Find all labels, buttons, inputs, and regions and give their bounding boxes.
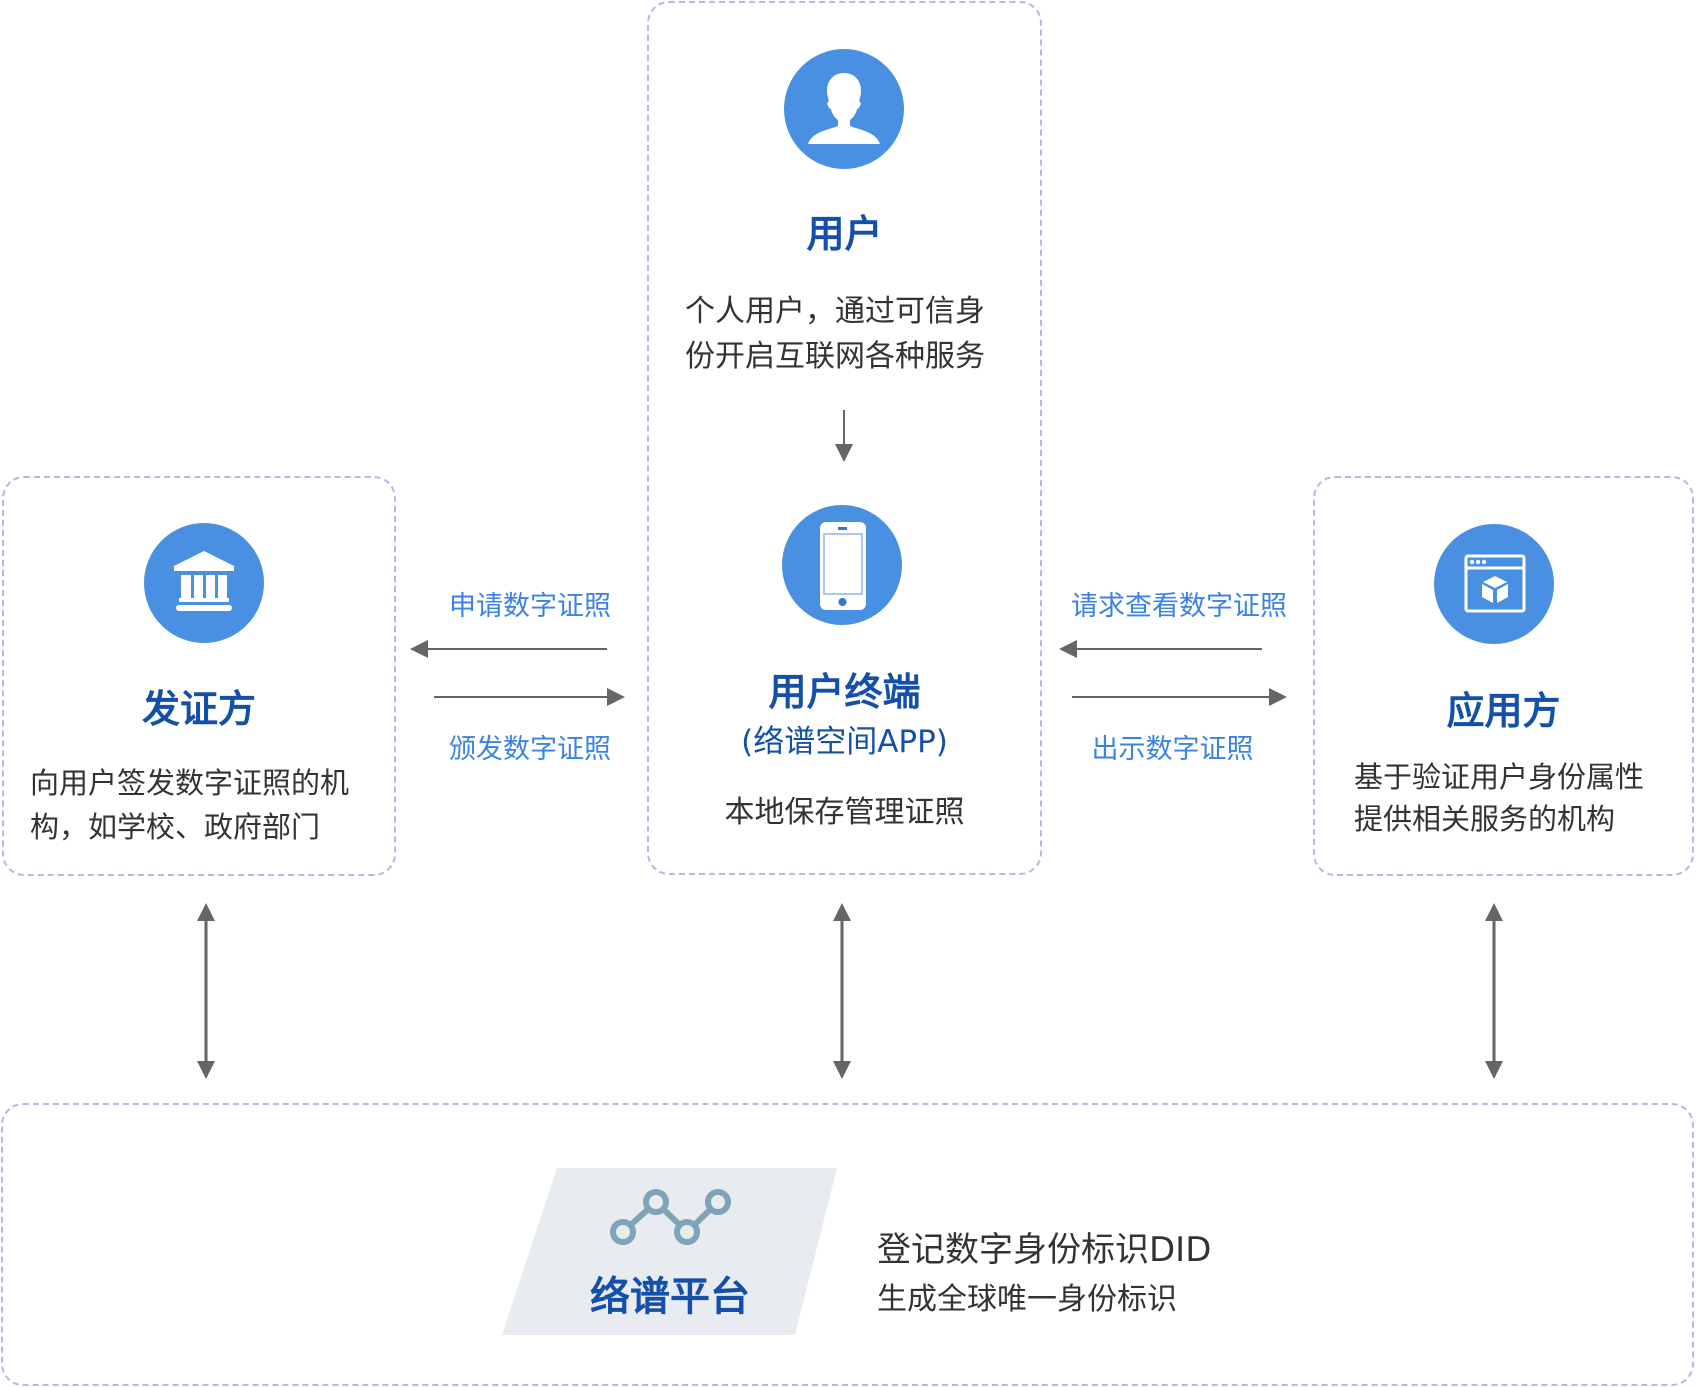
flow-label-request-view: 请求查看数字证照 bbox=[1071, 591, 1287, 622]
platform-title: 络谱平台 bbox=[590, 1274, 750, 1320]
platform-desc-line-2: 生成全球唯一身份标识 bbox=[877, 1282, 1177, 1317]
user-title: 用户 bbox=[806, 212, 883, 256]
user-icon bbox=[808, 73, 880, 144]
issuer-icon-circle bbox=[144, 523, 264, 643]
user-desc-line-2: 份开启互联网各种服务 bbox=[685, 339, 985, 374]
terminal-icon-circle bbox=[782, 505, 902, 625]
user-desc-line-1: 个人用户，通过可信身 bbox=[685, 294, 985, 329]
terminal-title: 用户终端 bbox=[768, 670, 921, 714]
bank-building-icon bbox=[174, 551, 234, 611]
issuer-desc-line-2: 构，如学校、政府部门 bbox=[30, 810, 321, 844]
issuer-title: 发证方 bbox=[141, 687, 256, 731]
issuer-desc-line-1: 向用户签发数字证照的机 bbox=[30, 766, 350, 800]
verifier-desc-line-1: 基于验证用户身份属性 bbox=[1354, 760, 1645, 794]
smartphone-icon bbox=[820, 522, 866, 610]
platform-badge bbox=[502, 1168, 837, 1335]
terminal-desc: 本地保存管理证照 bbox=[724, 795, 965, 830]
verifier-desc-line-2: 提供相关服务的机构 bbox=[1354, 802, 1616, 836]
app-window-cube-icon bbox=[1464, 554, 1526, 613]
platform-desc-line-1: 登记数字身份标识DID bbox=[877, 1230, 1212, 1270]
flow-label-issue: 颁发数字证照 bbox=[449, 734, 611, 765]
flow-label-present: 出示数字证照 bbox=[1091, 734, 1254, 765]
terminal-subtitle: (络谱空间APP) bbox=[741, 724, 948, 760]
flow-label-apply: 申请数字证照 bbox=[449, 591, 611, 622]
platform-card bbox=[1, 1103, 1694, 1386]
user-icon-circle bbox=[784, 49, 904, 169]
verifier-title: 应用方 bbox=[1446, 689, 1561, 733]
verifier-icon-circle bbox=[1434, 524, 1554, 644]
network-nodes-icon bbox=[610, 1189, 731, 1245]
